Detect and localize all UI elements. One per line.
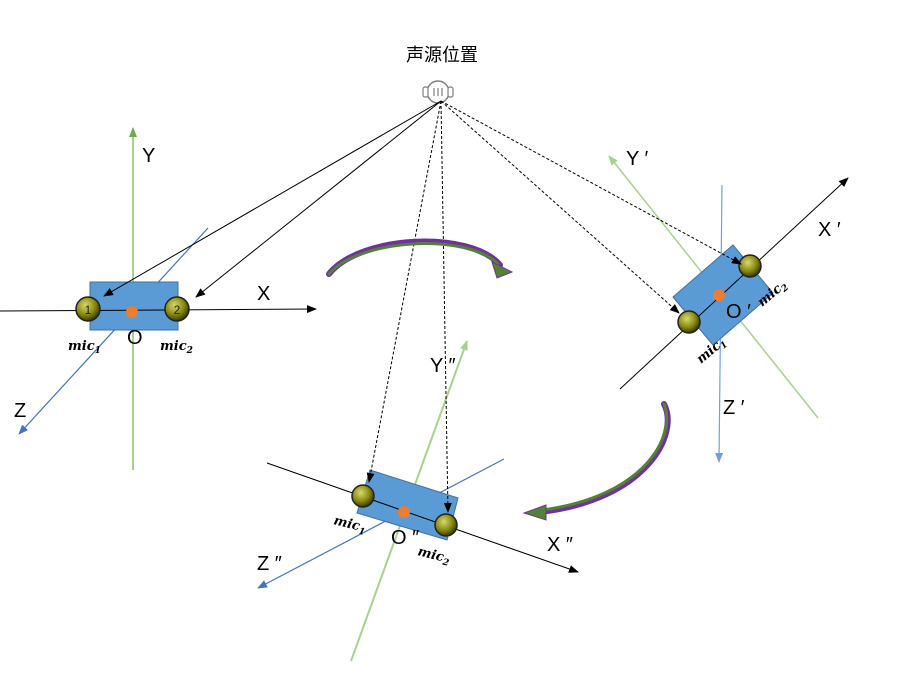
mic1-number: 1 (85, 303, 92, 317)
x-axis (0, 305, 317, 314)
ray-to-mic1 (103, 100, 442, 297)
mic2-number: 2 (174, 303, 181, 317)
z-axis (18, 227, 209, 435)
mic2-label: mic2 (416, 544, 452, 568)
z-label: Z (14, 400, 26, 422)
ray-to-rot2-mic1 (366, 100, 442, 483)
speaker-icon (422, 80, 454, 104)
mic1-icon: 1 (75, 296, 101, 322)
x-label: X (257, 283, 270, 305)
mic2-icon (434, 513, 458, 537)
x-label: X ′ (818, 219, 841, 241)
mic2-icon: 2 (164, 296, 190, 322)
ray-to-mic2 (195, 100, 442, 298)
mic2-label: mic2 (160, 339, 193, 356)
mic1-label: mic1 (68, 339, 101, 356)
y-label: Y (142, 145, 155, 167)
origin-dot (126, 306, 138, 318)
mic1-icon (677, 310, 701, 334)
mic1-icon (351, 484, 375, 508)
z-axis (257, 458, 505, 589)
origin-label: O (127, 327, 143, 349)
rotation-arrow-top (326, 238, 514, 279)
origin-label: O ′ (726, 301, 751, 323)
z-label: Z ′ (723, 397, 745, 419)
y-label: Y ″ (430, 355, 456, 377)
x-axis (619, 177, 849, 390)
x-axis (266, 462, 579, 573)
ray-to-rot1-mic2 (440, 100, 742, 265)
frame-original: 1 2 Y X Z O mic1 mic2 (0, 127, 317, 470)
mic1-label: mic1 (694, 334, 730, 368)
z-label: Z ″ (257, 553, 282, 575)
origin-dot (398, 506, 410, 518)
ray-to-rot1-mic1 (440, 100, 680, 314)
ray-to-rot2-mic2 (440, 100, 452, 513)
frame-rotated-1: Y ′ X ′ Z ′ O ′ mic2 mic1 (608, 148, 849, 463)
origin-label: O ″ (391, 527, 419, 549)
y-label: Y ′ (626, 148, 649, 170)
x-label: X ″ (547, 534, 573, 556)
origin-dot (713, 289, 725, 301)
sound-rays (103, 100, 742, 513)
source-title: 声源位置 (406, 45, 478, 66)
mic2-icon (738, 254, 762, 278)
mic1-label: mic1 (332, 513, 368, 537)
rotation-arrow-right (522, 401, 671, 521)
frame-rotated-2: Y ″ X ″ Z ″ O ″ mic1 mic2 (257, 340, 579, 662)
